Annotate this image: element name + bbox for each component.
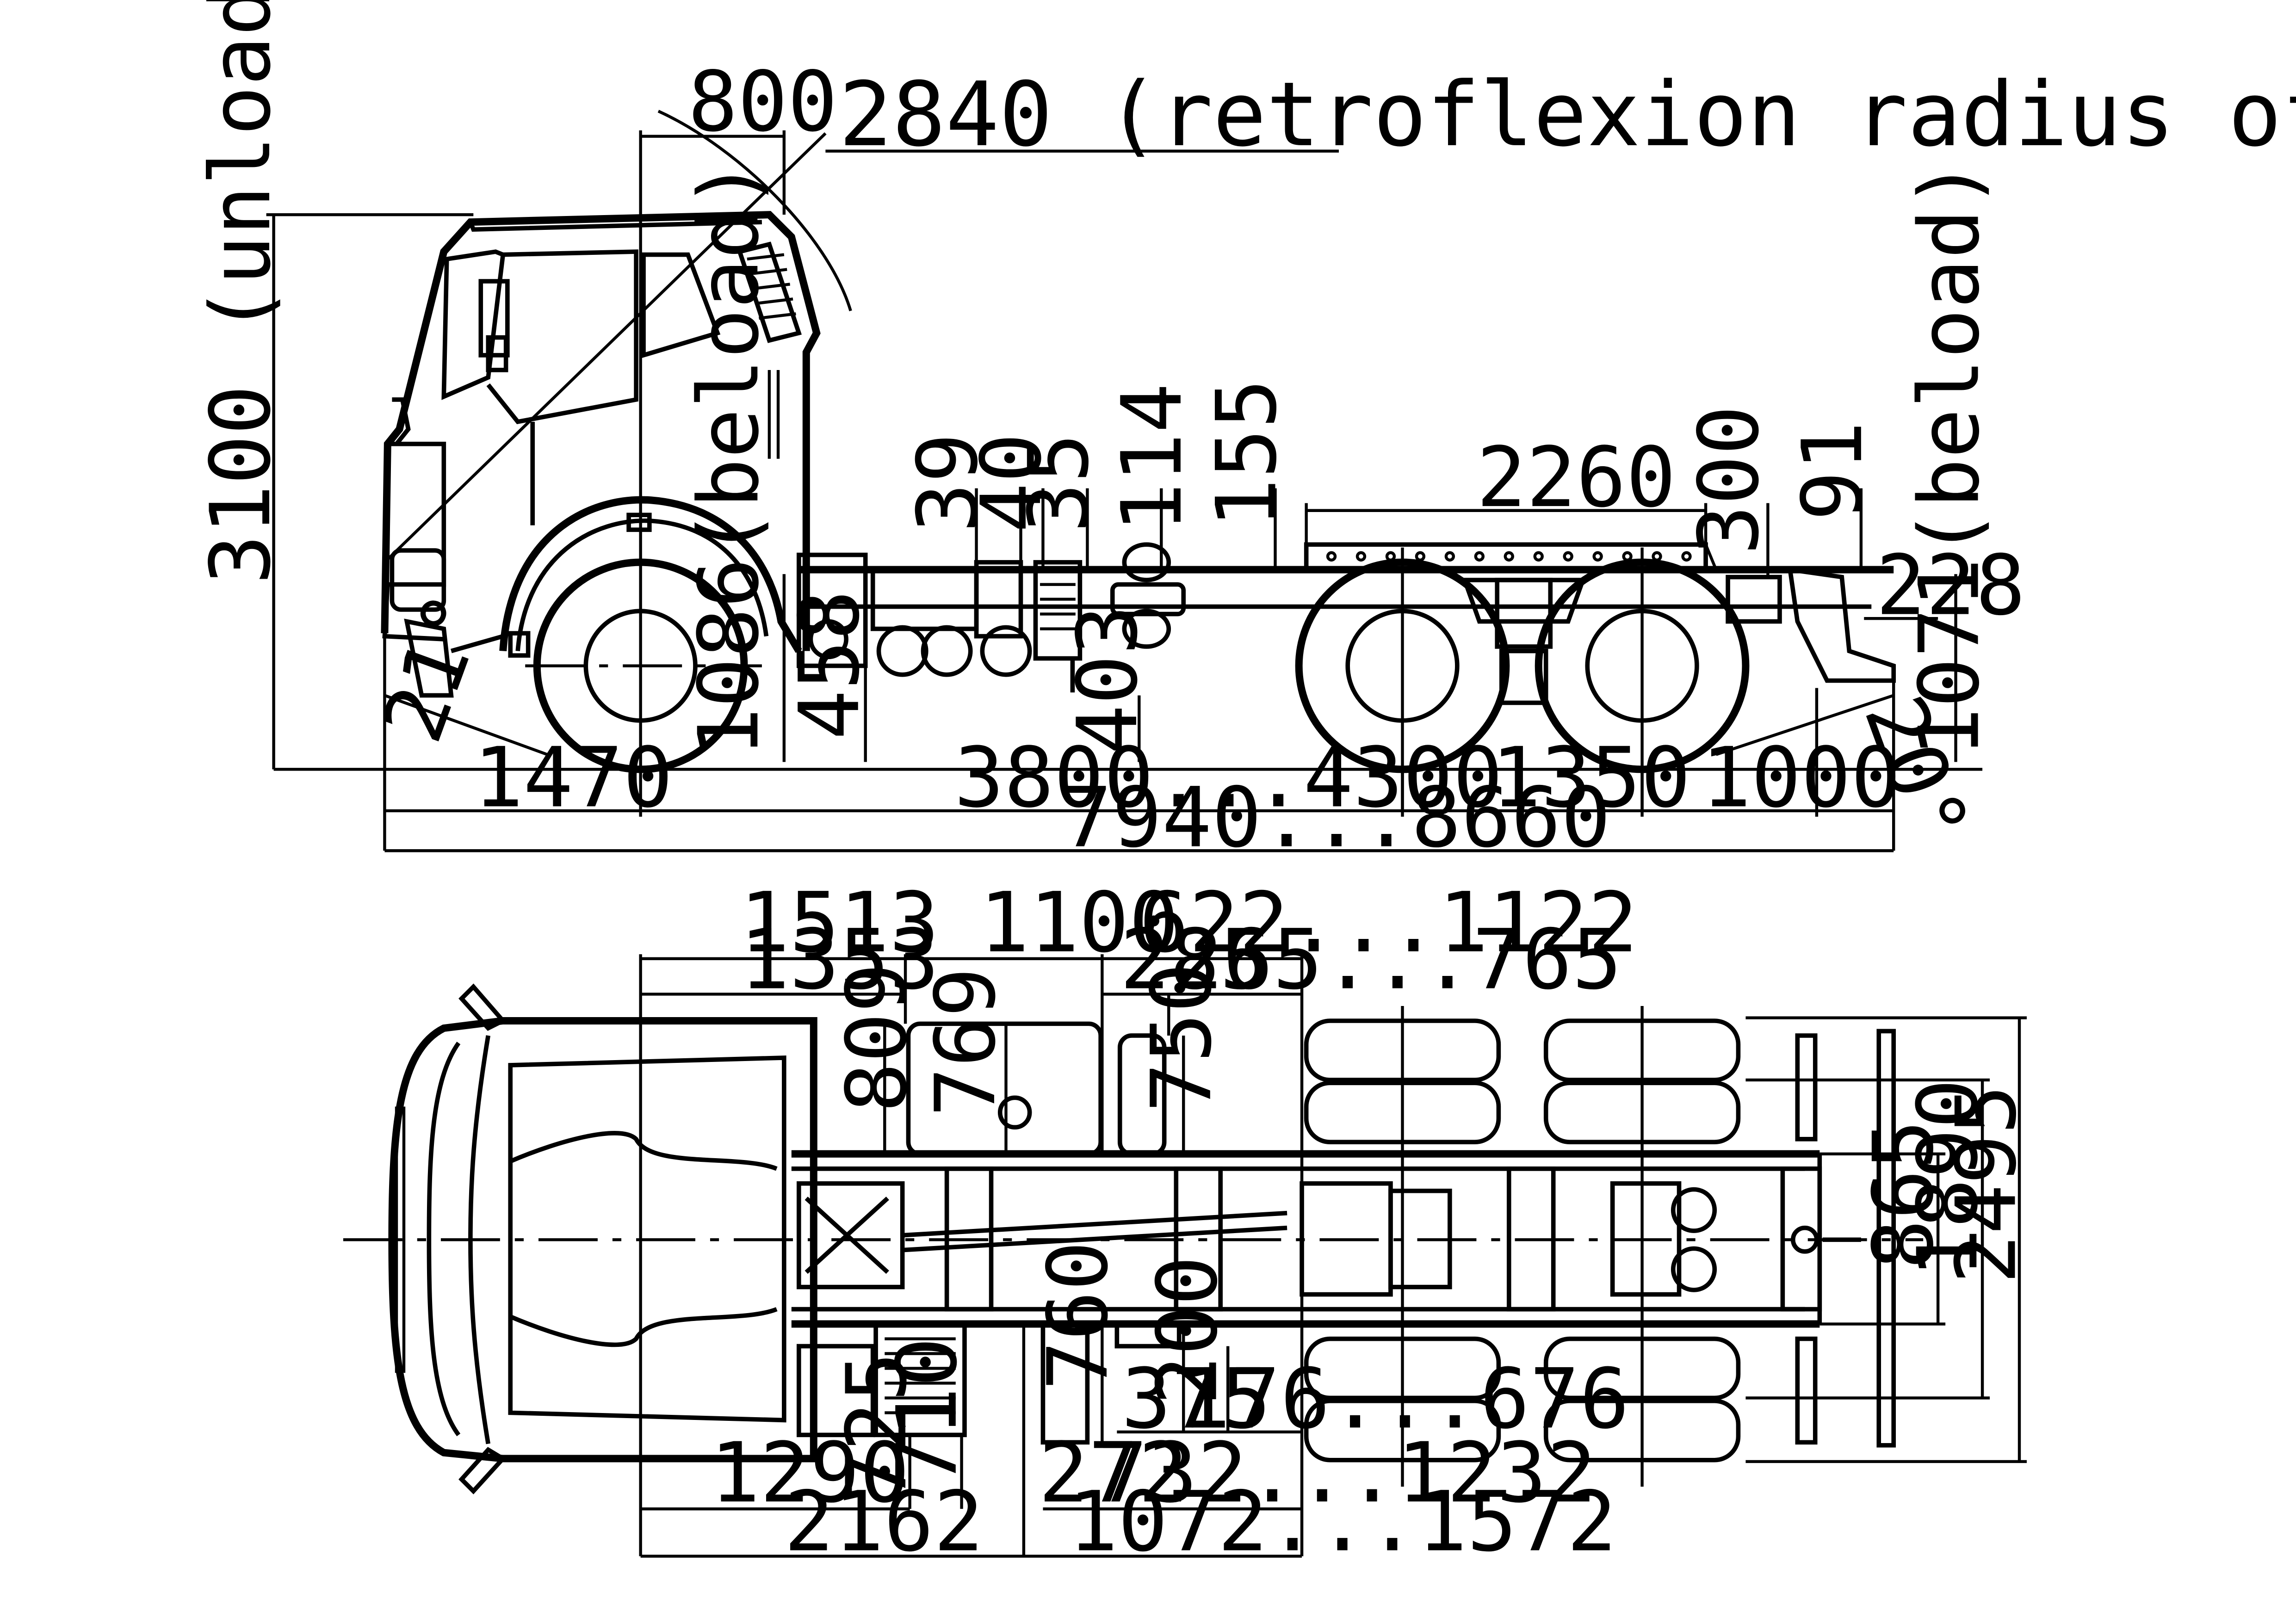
dim-265-765: 265...765 bbox=[1173, 912, 1622, 1008]
rear-height-beload-dim: 1071(beload) bbox=[1901, 159, 1998, 758]
height-unload-dim: 3100 (unload) bbox=[193, 0, 289, 585]
dim-91: 91 bbox=[1785, 421, 1881, 521]
dim-176-676: 176...676 bbox=[1181, 1351, 1629, 1447]
dim-375: 375 bbox=[1121, 1351, 1271, 1447]
height-458-dim: 458 bbox=[782, 590, 878, 740]
side-view: 800 2840 (retroflexion radius of cab) 31… bbox=[193, 0, 2296, 866]
cab-swing-arc bbox=[657, 110, 852, 311]
overall-length-dim: 7940...8660 bbox=[1062, 770, 1611, 866]
width-865-dim: 865 bbox=[1856, 1120, 1952, 1269]
cab-top bbox=[388, 983, 817, 1494]
cab-radius-note: 2840 (retroflexion radius of cab) bbox=[839, 63, 2296, 167]
dim-285: 285 bbox=[1120, 912, 1269, 1008]
dim-1513: 1513 bbox=[740, 875, 939, 971]
dim-114: 114 bbox=[1104, 383, 1201, 532]
dim-809: 809 bbox=[829, 963, 925, 1112]
rear-overhang-dim: 1000 bbox=[1701, 730, 1900, 826]
dim-710: 710 bbox=[879, 1337, 976, 1487]
width-2495-dim: 2495 bbox=[1938, 1085, 2035, 1284]
width-1890-dim: 1890 bbox=[1900, 1079, 1996, 1278]
dim-300: 300 bbox=[1681, 405, 1777, 555]
front-overhang-dim: 1470 bbox=[473, 730, 673, 826]
top-components bbox=[797, 1021, 1182, 1445]
dim-272: 272 bbox=[1039, 1425, 1188, 1521]
dim-35: 35 bbox=[1011, 433, 1107, 533]
dim-39: 39 bbox=[900, 433, 996, 533]
dim-228: 228 bbox=[1876, 538, 2025, 634]
dim-2162: 2162 bbox=[784, 1474, 984, 1570]
rear-wheels-top bbox=[1304, 1006, 1896, 1487]
cab-side bbox=[381, 211, 821, 698]
dim-40: 40 bbox=[964, 433, 1060, 533]
dim-1100: 1100 bbox=[979, 875, 1179, 971]
top-view: 1513 1100 622...1122 1353 285 265...765 … bbox=[343, 875, 2035, 1570]
dim-750: 750 bbox=[1134, 963, 1230, 1112]
height-403-dim: 403 bbox=[1060, 605, 1156, 754]
dim-622-1122: 622...1122 bbox=[1139, 875, 1638, 971]
axle-spacing-dim: 1350 bbox=[1491, 730, 1690, 826]
dim-760: 760 bbox=[1030, 1241, 1126, 1390]
wheelbase-dim: 3800...4300 bbox=[954, 730, 1503, 826]
dim-725: 725 bbox=[829, 1352, 925, 1501]
dim-1290: 1290 bbox=[710, 1425, 910, 1521]
cab-width-dim: 800 bbox=[688, 54, 837, 150]
dim-769: 769 bbox=[918, 967, 1014, 1117]
dim-1353: 1353 bbox=[740, 912, 939, 1008]
front-height-beload-dim: 1086(beload) bbox=[681, 159, 777, 758]
dim-2260: 2260 bbox=[1476, 430, 1676, 526]
dim-1072-1572: 1072...1572 bbox=[1068, 1474, 1617, 1570]
dim-200: 200 bbox=[1140, 1256, 1236, 1405]
dim-732-1232: 732...1232 bbox=[1098, 1425, 1597, 1521]
chassis-frame-side bbox=[797, 542, 1896, 705]
dim-155: 155 bbox=[1199, 379, 1295, 528]
